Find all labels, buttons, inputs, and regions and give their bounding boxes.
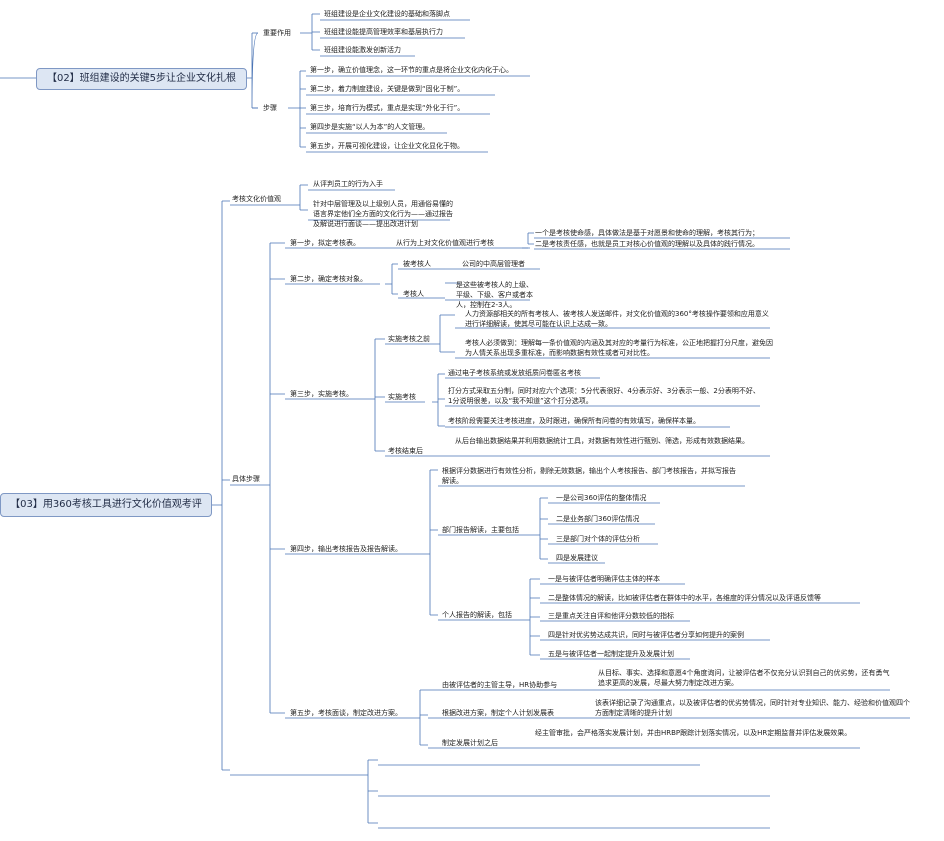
step4-personal-item[interactable]: 二是整体情况的解读，比如被评估者在群体中的水平，各维度的评分情况以及评语反馈等 xyxy=(548,594,821,602)
step4-personal-item[interactable]: 一是与被评估者明确评估主体的样本 xyxy=(548,575,660,583)
step5-p3[interactable]: 制定发展计划之后 xyxy=(442,739,498,747)
assess-item[interactable]: 针对中层管理及以上级别人员，用通俗易懂的语言界定他们全方面的文化行为——通过报告… xyxy=(313,200,453,228)
step1-sub[interactable]: 从行为上对文化价值观进行考核 xyxy=(396,239,494,247)
root-node-03[interactable]: 【03】用360考核工具进行文化价值观考评 xyxy=(0,493,212,517)
step-item[interactable]: 第五步，开展可视化建设，让企业文化显化于物。 xyxy=(310,142,464,150)
step2-key[interactable]: 被考核人 xyxy=(403,260,431,268)
step5-p1-item[interactable]: 从目标、事实、选择和意愿4个角度询问，让被评估者不仅充分认识到自己的优劣势，还有… xyxy=(598,669,890,687)
step4-personal-item[interactable]: 五是与被评估者一起制定提升及发展计划 xyxy=(548,650,674,658)
step3-during[interactable]: 实施考核 xyxy=(388,393,416,401)
step2-label[interactable]: 第二步，确定考核对象。 xyxy=(290,275,367,283)
step3-label[interactable]: 第三步，实施考核。 xyxy=(290,390,353,398)
step3-during-item[interactable]: 打分方式采取五分制，同时对应六个选项：5分代表很好、4分表示好、3分表示一般、2… xyxy=(448,387,760,405)
step5-p2-item[interactable]: 该表详细记录了沟通重点，以及被评估者的优劣势情况，同时针对专业知识、能力、经验和… xyxy=(595,699,910,717)
step3-during-item[interactable]: 考核阶段需要关注考核进度，及时跟进，确保所有问卷的有效填写，确保样本量。 xyxy=(448,417,700,425)
step1-label[interactable]: 第一步，拟定考核表。 xyxy=(290,239,360,247)
importance-item[interactable]: 班组建设是企业文化建设的基础和落脚点 xyxy=(324,10,450,18)
step4-personal[interactable]: 个人报告的解读，包括 xyxy=(442,611,512,619)
step4-label[interactable]: 第四步，输出考核报告及报告解读。 xyxy=(290,545,402,553)
importance-item[interactable]: 班组建设能激发创新活力 xyxy=(324,46,401,54)
step3-after[interactable]: 考核结束后 xyxy=(388,447,423,455)
step3-before-item[interactable]: 人力资源部相关的所有考核人、被考核人发送邮件，对文化价值观的360°考核操作要领… xyxy=(465,310,769,328)
step5-p1[interactable]: 由被评估者的主管主导，HR协助参与 xyxy=(442,681,558,689)
step2-key[interactable]: 考核人 xyxy=(403,290,424,298)
step-item[interactable]: 第三步，培育行为模式，重点是实现“外化于行”。 xyxy=(310,104,465,112)
importance-item[interactable]: 班组建设能提高管理效率和基层执行力 xyxy=(324,28,443,36)
step4-dept[interactable]: 部门报告解读，主要包括 xyxy=(442,526,519,534)
step5-p2[interactable]: 根据改进方案，制定个人计划发展表 xyxy=(442,709,554,717)
step4-dept-item[interactable]: 一是公司360评估的整体情况 xyxy=(556,494,647,502)
step1-item[interactable]: 一个是考核使命感，具体做法是基于对愿景和使命的理解，考核其行为； xyxy=(535,229,759,237)
step4-intro[interactable]: 根据评分数据进行有效性分析，剔除无效数据，输出个人考核报告、部门考核报告，并拟写… xyxy=(442,467,736,485)
step3-before-item[interactable]: 考核人必须做到：理解每一条价值观的内涵及其对应的考量行为标准，公正地把握打分尺度… xyxy=(465,339,773,357)
step2-value[interactable]: 公司的中高层管理者 xyxy=(462,260,525,268)
branch-steps-detail[interactable]: 具体步骤 xyxy=(232,475,260,483)
step-item[interactable]: 第一步，确立价值理念，这一环节的重点是将企业文化内化于心。 xyxy=(310,66,513,74)
branch-importance[interactable]: 重要作用 xyxy=(263,29,291,37)
step3-after-item[interactable]: 从后台输出数据结果并利用数据统计工具，对数据有效性进行甄别、筛选，形成有效数据结… xyxy=(455,437,749,445)
step4-dept-item[interactable]: 三是部门对个体的评估分析 xyxy=(556,535,640,543)
step2-value[interactable]: 是这些被考核人的上级、平级、下级、客户或者本人，控制在2-3人。 xyxy=(456,281,533,309)
step4-personal-item[interactable]: 三是重点关注自评和他评分数较低的指标 xyxy=(548,612,674,620)
step4-dept-item[interactable]: 四是发展建议 xyxy=(556,554,598,562)
step5-label[interactable]: 第五步，考核面谈，制定改进方案。 xyxy=(290,709,402,717)
root-node-02[interactable]: 【02】班组建设的关键5步让企业文化扎根 xyxy=(36,68,247,90)
step4-dept-item[interactable]: 二是业务部门360评估情况 xyxy=(556,515,640,523)
step3-during-item[interactable]: 通过电子考核系统或发放纸质问卷匿名考核 xyxy=(448,369,581,377)
step4-personal-item[interactable]: 四是针对优劣势达成共识，同时与被评估者分享如何提升的案例 xyxy=(548,631,744,639)
step1-item[interactable]: 二是考核责任感，也就是员工对核心价值观的理解以及具体的践行情况。 xyxy=(535,240,759,248)
assess-item[interactable]: 从评判员工的行为入手 xyxy=(313,180,383,188)
branch-steps[interactable]: 步骤 xyxy=(263,104,277,112)
step-item[interactable]: 第四步是实施“以人为本”的人文管理。 xyxy=(310,123,430,131)
step3-before[interactable]: 实施考核之前 xyxy=(388,335,430,343)
step5-p3-item[interactable]: 经主管审批，会严格落实发展计划，并由HRBP跟踪计划落实情况，以及HR定期监督并… xyxy=(535,729,852,737)
step-item[interactable]: 第二步，着力制度建设，关键是做到“固化于制”。 xyxy=(310,85,465,93)
branch-assess-values[interactable]: 考核文化价值观 xyxy=(232,195,281,203)
